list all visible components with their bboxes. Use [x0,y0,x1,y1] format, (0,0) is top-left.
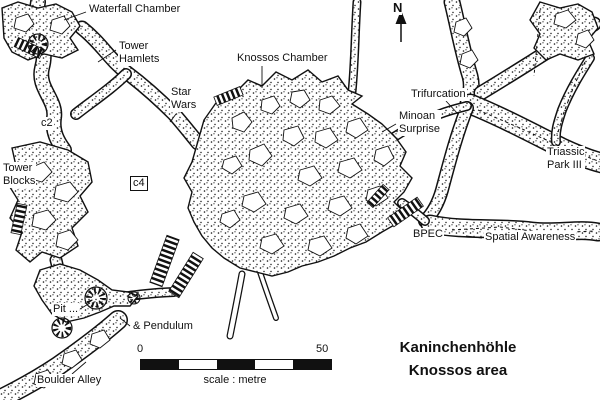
map-title-line1: Kaninchenhöhle [399,339,517,356]
pit-symbols [27,33,141,339]
chambers [1,1,599,323]
label-pit: Pit ... [52,303,80,316]
scale-end-label: 50 [316,343,329,355]
label-pendulum: & Pendulum [132,320,194,333]
label-minoan-surprise: Minoan Surprise [398,110,441,136]
label-triassic-park-iii: Triassic Park III [546,146,586,172]
scale-start-label: 0 [137,343,144,355]
label-knossos-chamber: Knossos Chamber [236,52,329,65]
label-waterfall-chamber: Waterfall Chamber [88,3,182,16]
label-leader-lines [63,11,483,375]
scale-caption: scale : metre [203,374,267,386]
label-c2: c2 [40,117,54,130]
survey-lines [451,9,599,234]
label-trifurcation: Trifurcation [410,88,467,101]
map-title: Kaninchenhöhle Knossos area [362,336,554,382]
slope-ramp-symbols [10,37,424,299]
label-spatial-awareness: Spatial Awareness [484,231,577,244]
label-tower-hamlets: Tower Hamlets [118,40,161,66]
breakdown-boulders [13,9,595,389]
north-arrow-icon [395,10,407,42]
label-boulder-alley: Boulder Alley [36,374,103,387]
label-star-wars: Star Wars [170,86,198,112]
label-tower-blocks: Tower Blocks [2,162,37,188]
north-label: N [393,0,403,15]
label-c4: c4 [130,176,148,191]
scale-bar [140,359,332,370]
map-title-line2: Knossos area [408,362,508,379]
label-bpec: BPEC [412,228,444,241]
